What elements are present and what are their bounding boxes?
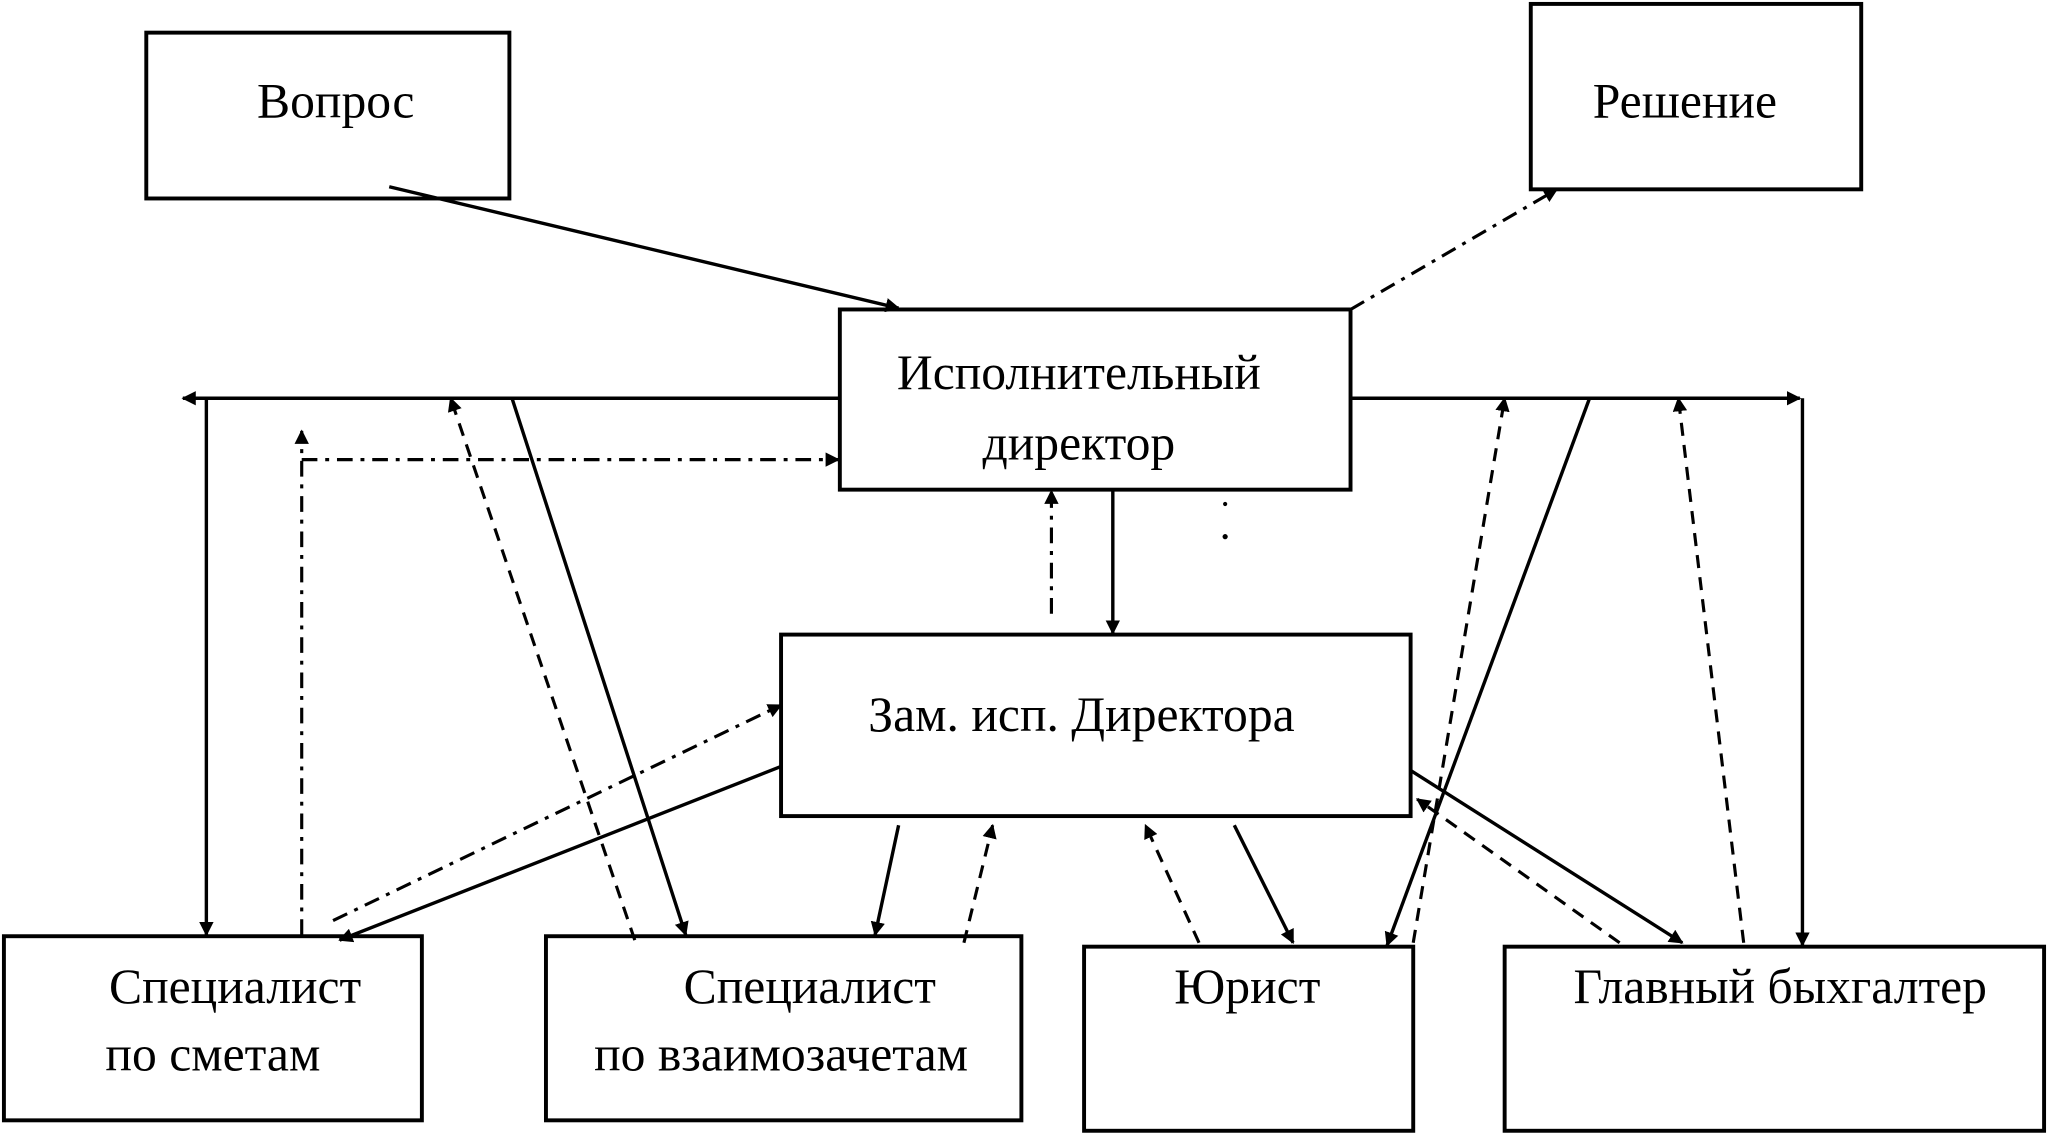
edge-estimates-to-deputy: [332, 703, 783, 922]
stray-dot: [1223, 501, 1228, 507]
node-label: Зам. исп. Директора: [868, 687, 1294, 742]
edge-lawyer-to-deputy: [1144, 823, 1201, 944]
node-deputy: Зам. исп. Директора: [779, 632, 1413, 819]
edge-deputy-to-estimates: [338, 764, 782, 943]
edge-deputy-to-offsets: [870, 824, 901, 937]
edge-accountant-to-deputy: [1415, 797, 1621, 945]
edge-offsets-to-deputy: [962, 823, 997, 944]
edge-lawyer-to-exec: [1411, 396, 1510, 944]
edge-accountant-to-exec: [1672, 396, 1746, 943]
node-label-line2: по взаимозачетам: [594, 1027, 968, 1082]
edge-exec-to-lawyer: [1384, 397, 1592, 947]
node-estimates: Специалист по сметам: [1, 934, 424, 1123]
stray-dot: [1222, 534, 1228, 540]
node-label-line1: Специалист: [684, 959, 936, 1014]
node-label: Юрист: [1174, 959, 1320, 1014]
node-offsets: Специалист по взаимозачетам: [544, 934, 1024, 1123]
node-label-line1: Исполнительный: [897, 345, 1261, 400]
node-decision: Решение: [1528, 1, 1864, 192]
node-label: Решение: [1593, 74, 1777, 129]
node-label: Главный быхгалтер: [1574, 959, 1987, 1014]
edge-deputy-to-lawyer: [1232, 824, 1295, 945]
node-label-line1: Специалист: [109, 959, 361, 1014]
edge-deputy-to-accountant: [1409, 768, 1684, 945]
node-exec-director: Исполнительный директор: [837, 307, 1353, 492]
edge-offsets-to-exec: [447, 396, 637, 941]
edge-exec-to-decision: [1349, 187, 1559, 311]
edge-exec-to-offsets: [510, 397, 689, 937]
node-label-line2: по сметам: [105, 1027, 320, 1082]
node-accountant: Главный быхгалтер: [1502, 944, 2047, 1133]
edge-question-to-exec: [388, 185, 901, 313]
node-label-line2: директор: [982, 416, 1175, 471]
node-lawyer: Юрист: [1082, 944, 1416, 1133]
node-label: Вопрос: [257, 74, 414, 129]
node-question: Вопрос: [144, 30, 512, 201]
